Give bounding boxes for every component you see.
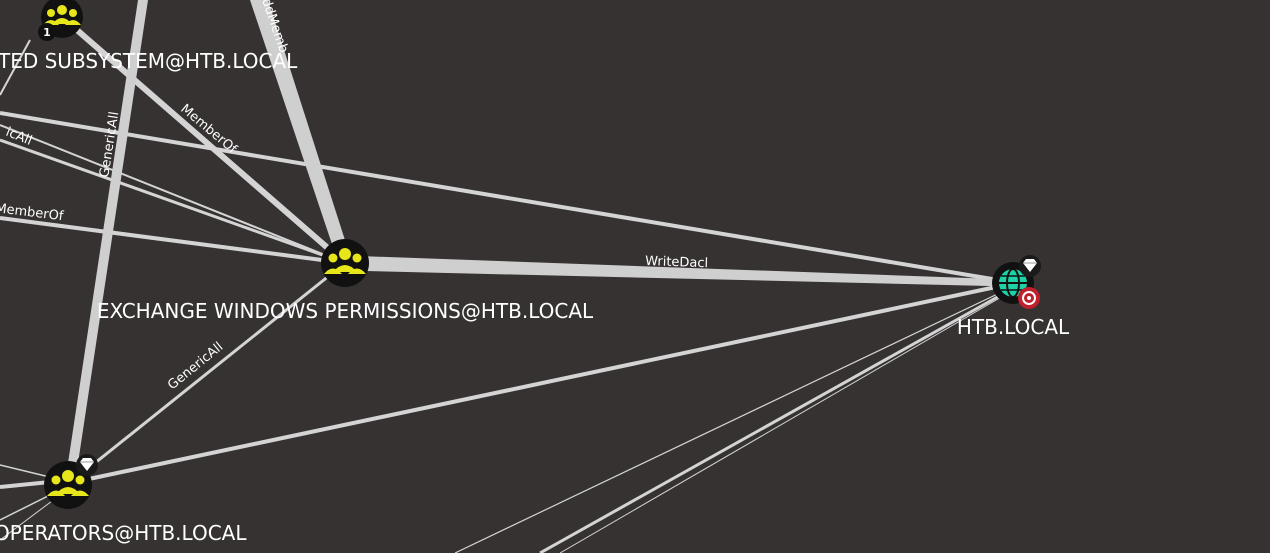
edge[interactable] (0, 138, 346, 265)
node-label: HTB.LOCAL (957, 315, 1070, 339)
edge-memberof[interactable] (60, 14, 347, 266)
node-label: OPERATORS@HTB.LOCAL (0, 521, 247, 545)
diamond-icon (76, 454, 98, 476)
edge[interactable] (0, 124, 346, 264)
node-operators[interactable]: OPERATORS@HTB.LOCAL (0, 454, 247, 545)
edge[interactable] (0, 111, 1011, 284)
edges-layer (0, 0, 1011, 553)
count-badge: 1 (38, 23, 56, 41)
target-icon (1018, 287, 1040, 309)
edge-addmember[interactable] (250, 0, 352, 262)
node-label: TED SUBSYSTEM@HTB.LOCAL (0, 49, 298, 73)
edge-label-memberof: MemberOf (0, 201, 65, 224)
node-htb-local[interactable]: HTB.LOCAL (957, 255, 1070, 339)
node-trusted-subsystem[interactable]: 1 TED SUBSYSTEM@HTB.LOCAL (0, 0, 298, 73)
edge[interactable] (0, 494, 61, 541)
svg-text:1: 1 (43, 26, 51, 39)
group-icon (324, 248, 366, 274)
edge-label-writedacl: WriteDacl (645, 254, 709, 271)
edge[interactable] (454, 287, 1011, 553)
edge-genericall[interactable] (65, 0, 148, 483)
edge-genericall[interactable] (69, 261, 346, 485)
edge-memberof[interactable] (0, 216, 346, 265)
edge[interactable] (0, 39, 31, 96)
node-exchange-windows-permissions[interactable]: EXCHANGE WINDOWS PERMISSIONS@HTB.LOCAL (97, 239, 594, 323)
edge[interactable] (559, 291, 1011, 553)
node-label: EXCHANGE WINDOWS PERMISSIONS@HTB.LOCAL (97, 299, 594, 323)
diamond-icon (1019, 255, 1041, 277)
edge[interactable] (539, 288, 1011, 553)
globe-icon (999, 268, 1027, 298)
group-icon (47, 470, 89, 496)
edge[interactable] (69, 282, 1011, 485)
